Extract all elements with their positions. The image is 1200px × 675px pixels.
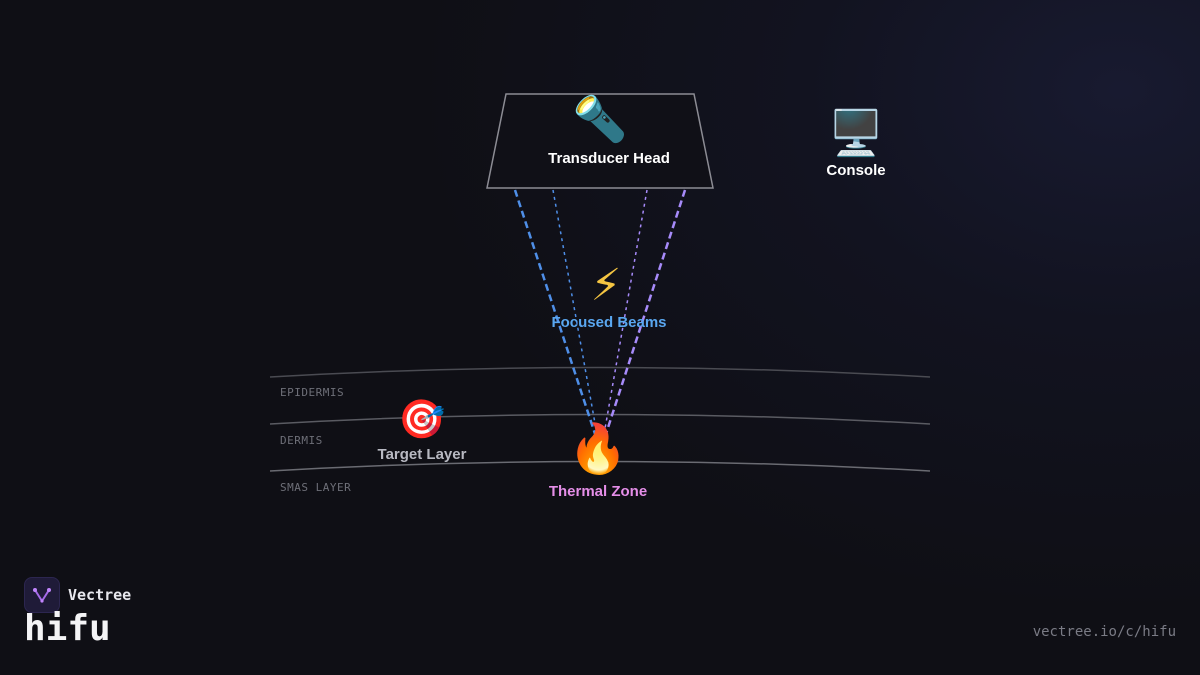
fire-icon: 🔥 [568,421,628,477]
flashlight-icon: 🔦 [572,94,628,145]
beam-inner-right [602,189,648,441]
brand-name: Vectree [68,586,132,604]
focused-beams-node[interactable]: ⚡ Focused Beams [545,260,667,332]
vectree-logo-icon [24,577,60,613]
focused-beams-label: Focused Beams [551,314,667,331]
target-layer-label: Target Layer [377,446,467,463]
layer-label-dermis: DERMIS [280,434,323,447]
beam-inner-left [552,189,599,441]
thermal-zone-node[interactable]: 🔥 Thermal Zone [549,425,647,500]
console-label: Console [826,162,886,179]
layer-label-smas: SMAS LAYER [280,481,352,494]
page-title: hifu [24,608,111,649]
transducer-head-shape[interactable] [486,93,714,189]
target-icon: 🎯 [398,397,446,441]
thermal-zone-label: Thermal Zone [548,483,648,500]
source-url[interactable]: vectree.io/c/hifu [1032,624,1176,640]
dermis-boundary [269,413,931,425]
transducer-head-label: Transducer Head [548,150,670,167]
brand: Vectree [24,577,131,613]
desktop-computer-icon: 🖥️ [828,108,884,159]
target-layer-node[interactable]: 🎯 Target Layer [378,400,467,463]
layer-label-epidermis: EPIDERMIS [280,386,345,399]
transducer-head-node[interactable]: 🔦 Transducer Head [530,94,670,168]
console-node[interactable]: 🖥️ Console [826,108,886,180]
smas-boundary [269,460,931,472]
epidermis-boundary [269,366,931,378]
lightning-icon: ⚡ [590,260,622,311]
